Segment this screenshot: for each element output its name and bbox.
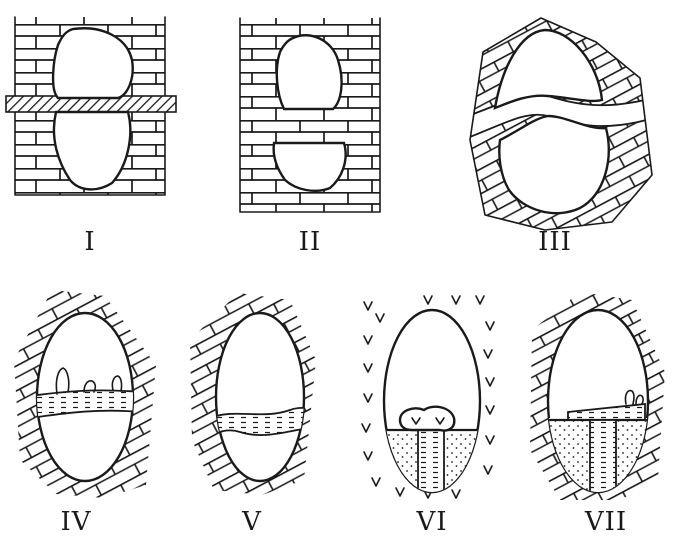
label-iii: III [538, 227, 572, 257]
panel-i [6, 17, 176, 195]
label-i: I [84, 227, 95, 257]
central-channel [590, 420, 616, 500]
panel-v [190, 293, 316, 495]
label-iv: IV [60, 507, 91, 537]
cavity [216, 313, 304, 481]
label-vii: VII [584, 507, 627, 537]
panel-ii [240, 18, 380, 212]
central-channel [418, 430, 444, 500]
top-blob [400, 407, 454, 431]
label-v: V [241, 507, 262, 537]
label-ii: II [299, 227, 322, 257]
lower-cavity [499, 116, 608, 213]
panel-iii [462, 18, 660, 230]
panel-vi [362, 296, 494, 500]
panel-iv [14, 290, 156, 498]
panel-vii [530, 292, 665, 500]
upper-cavity [277, 35, 342, 109]
label-vi: VI [415, 507, 447, 537]
